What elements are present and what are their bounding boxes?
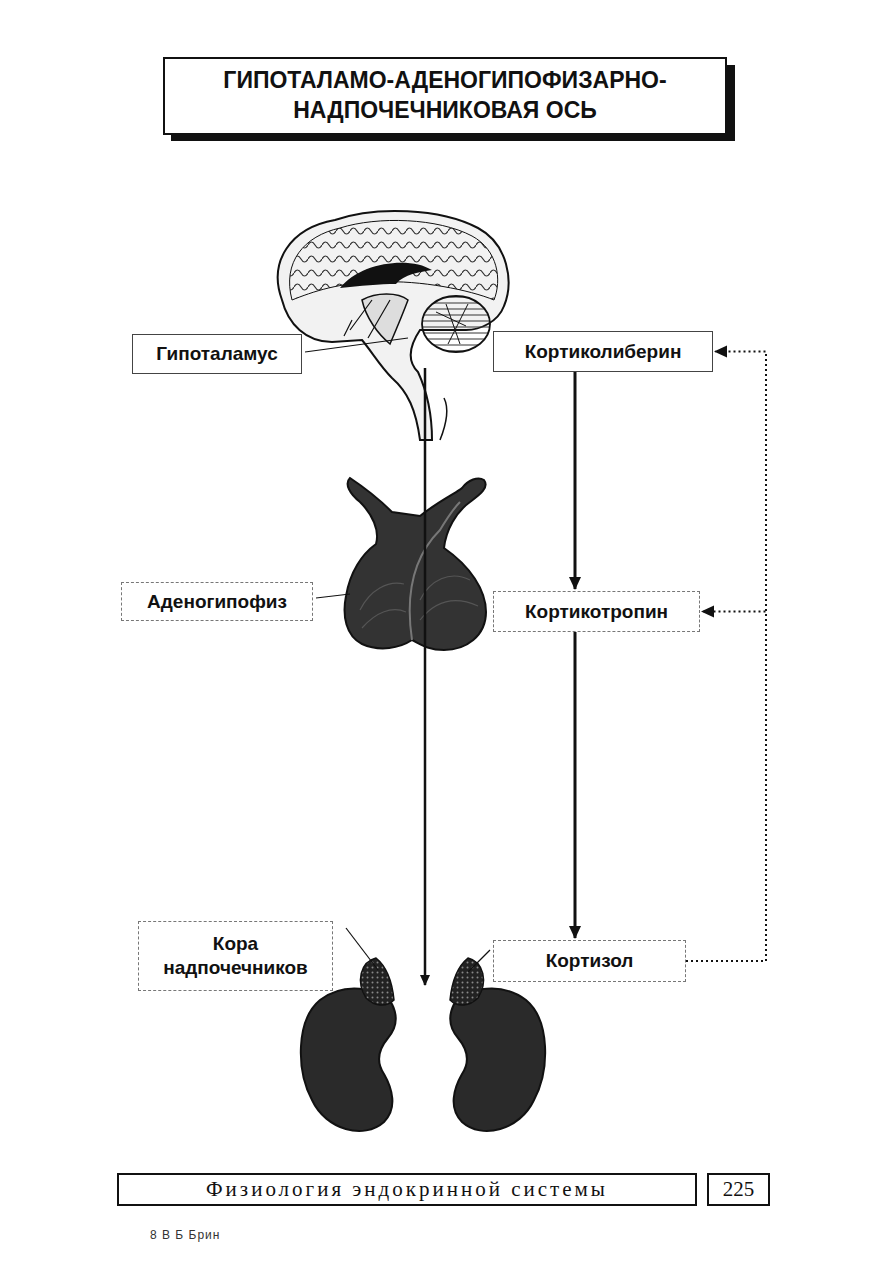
leader-lines — [305, 338, 490, 972]
feedback-arrow — [686, 612, 766, 962]
flow-arrow — [574, 632, 577, 938]
organ-label: Кора надпочечников — [138, 921, 333, 991]
organ-label: Гипоталамус — [132, 334, 302, 374]
pituitary-drawing — [345, 478, 486, 650]
node-text: Кортизол — [546, 949, 634, 973]
footer-box: Физиология эндокринной системы — [117, 1173, 697, 1206]
hormone-box: Кортизол — [493, 940, 686, 982]
flow-arrow — [574, 372, 577, 589]
page-number-box: 225 — [707, 1173, 770, 1206]
brain-drawing — [278, 211, 509, 440]
node-text: Кортиколиберин — [525, 340, 682, 364]
feedback-arrow — [686, 352, 766, 962]
node-text: Кортикотропин — [525, 600, 668, 624]
organ-label: Аденогипофиз — [121, 582, 313, 621]
title-box: ГИПОТАЛАМО-АДЕНОГИПОФИЗАРНО- НАДПОЧЕЧНИК… — [163, 57, 727, 135]
node-text: Гипоталамус — [156, 342, 278, 366]
node-text: Кора надпочечников — [152, 932, 319, 980]
axis-line — [424, 368, 427, 985]
kidneys-drawing — [301, 958, 545, 1131]
author-note: 8 В Б Брин — [150, 1228, 220, 1242]
footer-text: Физиология эндокринной системы — [206, 1177, 608, 1202]
hormone-box: Кортикотропин — [493, 591, 700, 632]
hormone-box: Кортиколиберин — [493, 331, 713, 372]
title-text: ГИПОТАЛАМО-АДЕНОГИПОФИЗАРНО- НАДПОЧЕЧНИК… — [175, 65, 715, 125]
footer-text: 225 — [723, 1177, 755, 1202]
node-text: Аденогипофиз — [147, 590, 287, 614]
